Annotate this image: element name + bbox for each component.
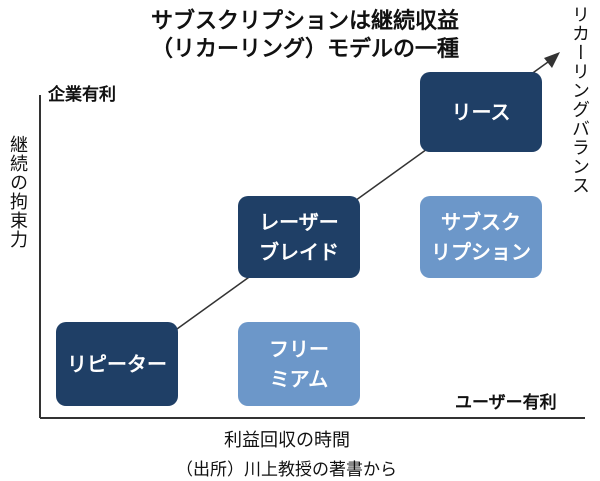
razor-blade-box: レーザー ブレイド (238, 196, 360, 278)
x-axis-label: 利益回収の時間 (224, 430, 350, 451)
source-note: （出所）川上教授の著書から (176, 460, 397, 480)
diagonal-arrowhead (544, 52, 560, 68)
company-advantage-label: 企業有利 (48, 85, 116, 105)
y-axis-label: 継続の拘束力 (7, 135, 28, 249)
subscription-box: サブスク リプション (420, 196, 542, 278)
freemium-box: フリー ミアム (238, 322, 360, 406)
user-advantage-label: ユーザー有利 (455, 393, 557, 413)
repeater-box: リピーター (56, 322, 178, 406)
title-line-1: サブスクリプションは継続収益 (150, 9, 459, 34)
lease-box: リース (420, 72, 542, 152)
title-line-2: （リカーリング）モデルの一種 (150, 37, 459, 62)
recurring-balance-label: リカーリングバランス (569, 5, 590, 195)
